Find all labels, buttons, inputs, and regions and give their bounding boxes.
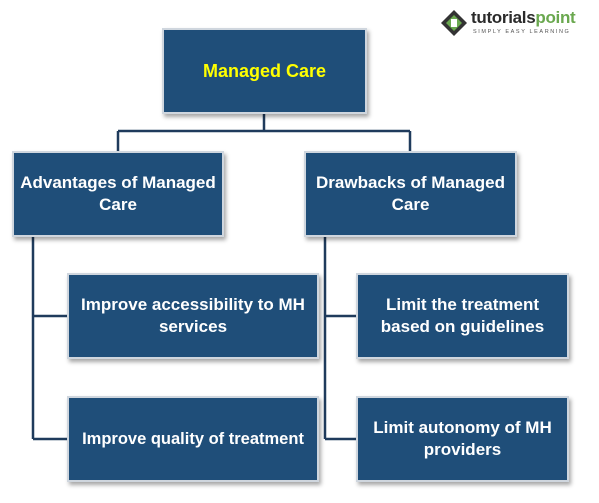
branch-node-advantages: Advantages of Managed Care xyxy=(12,151,224,237)
leaf-node-limit-autonomy: Limit autonomy of MH providers xyxy=(356,396,569,482)
leaf-node-limit-treatment: Limit the treatment based on guidelines xyxy=(356,273,569,359)
branch-node-drawbacks: Drawbacks of Managed Care xyxy=(304,151,517,237)
root-node-managed-care: Managed Care xyxy=(162,28,367,114)
logo-icon xyxy=(441,10,467,36)
leaf-node-improve-accessibility: Improve accessibility to MH services xyxy=(67,273,319,359)
logo-tagline: SIMPLY EASY LEARNING xyxy=(473,29,571,35)
logo-wordmark: tutorialspoint xyxy=(471,8,576,27)
tutorialspoint-logo[interactable]: tutorialspoint SIMPLY EASY LEARNING xyxy=(440,7,590,41)
leaf-node-improve-quality: Improve quality of treatment xyxy=(67,396,319,482)
